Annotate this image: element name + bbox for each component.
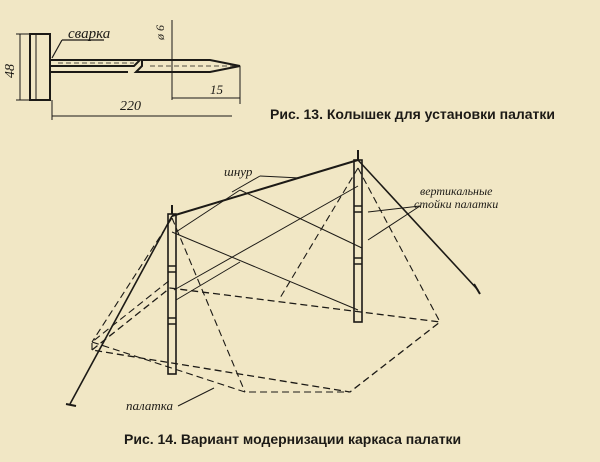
tent-floor-front bbox=[91, 341, 350, 393]
label-posts-line2: стойки палатки bbox=[414, 197, 498, 211]
cord-leader-1 bbox=[231, 175, 261, 193]
dim-tip-label: 15 bbox=[210, 82, 224, 97]
front-post bbox=[167, 213, 177, 375]
figure-14-tent-drawing bbox=[65, 150, 481, 407]
peg-front bbox=[65, 403, 77, 407]
back-post bbox=[353, 159, 363, 323]
cross-cord-2 bbox=[173, 185, 359, 291]
cross-cord-3 bbox=[175, 189, 241, 233]
dim-diameter-label: ø 6 bbox=[153, 25, 167, 41]
label-weld: сварка bbox=[68, 26, 110, 42]
peg-shaft-left bbox=[49, 59, 143, 67]
ridge-cord bbox=[171, 159, 359, 217]
guy-rope-back bbox=[357, 159, 479, 291]
dim-length-label: 220 bbox=[120, 99, 141, 114]
peg-back bbox=[473, 283, 481, 295]
label-posts-line1: вертикальные bbox=[420, 184, 493, 198]
peg-shaft-right bbox=[133, 59, 241, 73]
cross-cord-1 bbox=[171, 231, 359, 311]
cord-leader-2 bbox=[259, 175, 301, 179]
figure-14-caption: Рис. 14. Вариант модернизации каркаса па… bbox=[124, 431, 461, 447]
tent-side-front-left bbox=[91, 217, 173, 343]
tent-side-back-right bbox=[357, 167, 441, 323]
figure-13-caption: Рис. 13. Колышек для установки палатки bbox=[270, 106, 555, 122]
tent-side-front-right bbox=[171, 217, 246, 393]
tent-floor-outline bbox=[90, 287, 442, 393]
dim-height-label: 48 bbox=[3, 64, 18, 78]
peg-head-plate bbox=[29, 33, 51, 101]
tent-label-leader bbox=[177, 387, 215, 407]
posts-leader-2 bbox=[367, 205, 421, 241]
cross-cord-4 bbox=[175, 261, 241, 301]
posts-leader-1 bbox=[367, 205, 421, 213]
label-cord: шнур bbox=[224, 164, 253, 179]
weld-arrow bbox=[51, 39, 63, 59]
label-tent: палатка bbox=[126, 398, 173, 413]
figure-13-peg-drawing bbox=[16, 20, 241, 120]
tent-floor-edge-left bbox=[91, 279, 171, 350]
tent-side-back-left bbox=[279, 167, 359, 299]
cross-cord-5 bbox=[239, 189, 363, 249]
guy-rope-front bbox=[69, 215, 173, 405]
